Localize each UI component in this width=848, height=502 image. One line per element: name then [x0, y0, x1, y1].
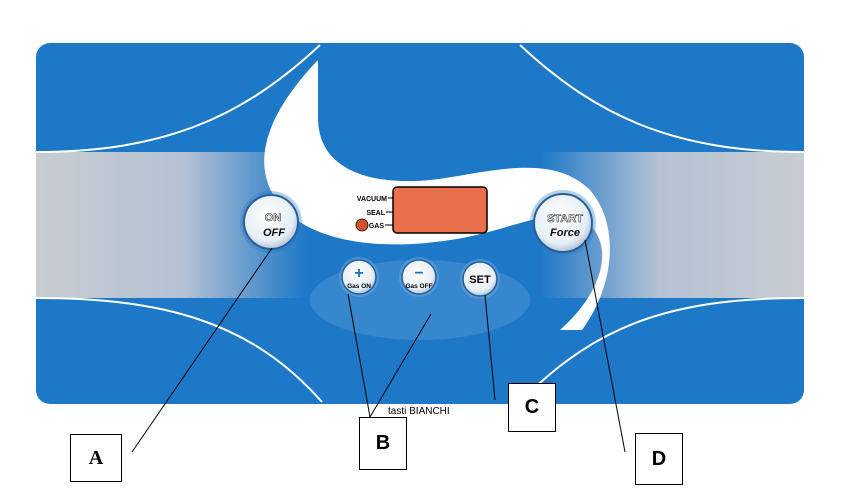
vacuum-label: VACUUM	[357, 196, 387, 203]
callout-d: D	[635, 433, 683, 485]
callout-a: A	[70, 434, 122, 482]
on-off-line1: ON	[265, 212, 282, 224]
on-off-line2: OFF	[263, 227, 285, 239]
start-force-button[interactable]: START Force	[530, 190, 596, 256]
gas-label: GAS	[369, 223, 385, 230]
plus-icon: +	[354, 265, 363, 282]
on-off-button[interactable]: ON OFF	[240, 191, 302, 253]
gas-off-label: Gas OFF	[405, 283, 432, 290]
minus-icon: −	[414, 265, 423, 282]
gas-led	[355, 218, 369, 232]
callout-c: C	[508, 383, 556, 432]
callout-b: B	[359, 417, 407, 470]
leader-lines	[131, 239, 626, 453]
tasti-bianchi-caption: tasti BIANCHI	[388, 406, 450, 417]
gas-on-label: Gas ON	[347, 283, 371, 290]
plus-gas-on-button[interactable]: + Gas ON	[339, 257, 379, 297]
start-line1: START	[547, 213, 583, 225]
set-label: SET	[469, 274, 491, 286]
seal-label: SEAL	[366, 210, 385, 217]
start-line2: Force	[550, 227, 580, 239]
minus-gas-off-button[interactable]: − Gas OFF	[399, 257, 439, 297]
set-button[interactable]: SET	[460, 259, 500, 299]
display-screen	[392, 186, 488, 234]
